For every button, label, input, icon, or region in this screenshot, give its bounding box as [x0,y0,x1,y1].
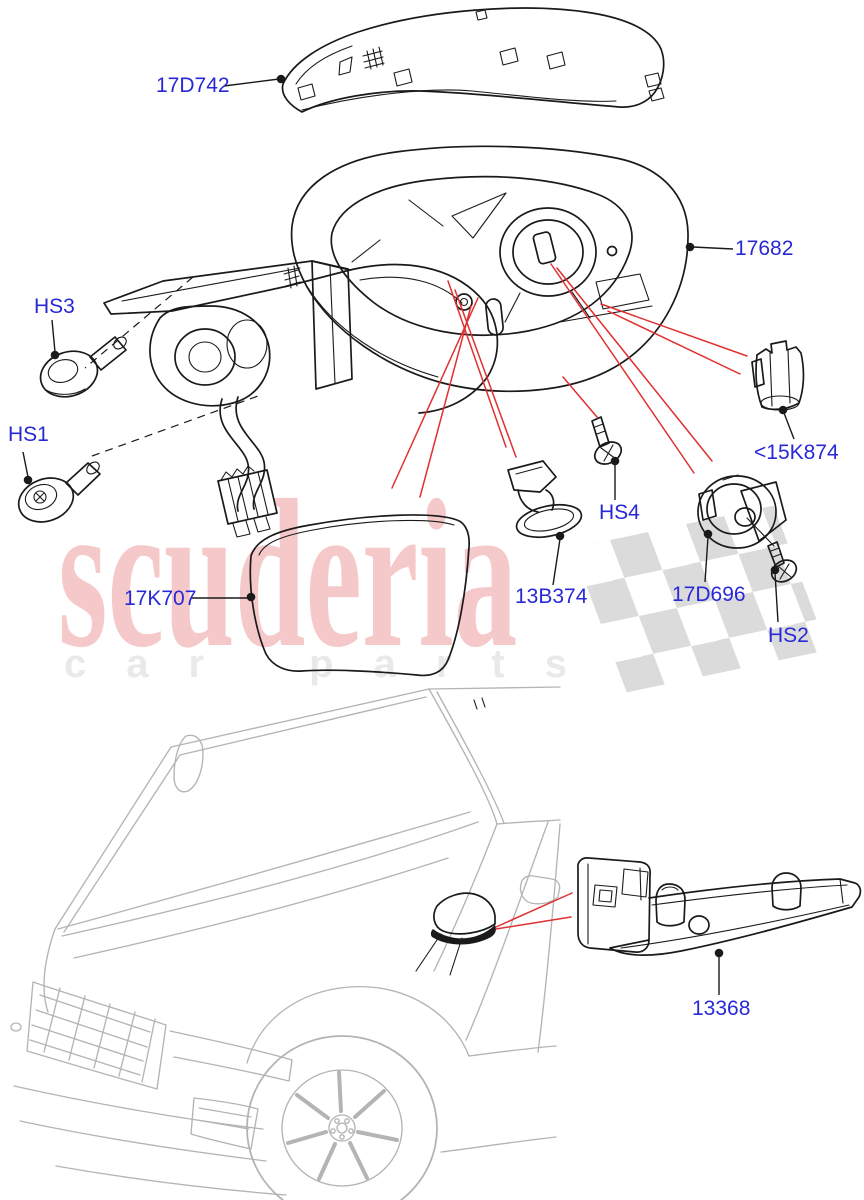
part-label-13368[interactable]: 13368 [692,997,751,1020]
turn-signal-lamp-drawing [577,857,862,956]
watermark-sub-text: car parts [64,642,607,686]
part-label-HS4[interactable]: HS4 [599,501,640,524]
screw-hs2-drawing [767,541,798,583]
car-outline-drawing [10,686,561,1200]
watermark-brand-text: scuderia [58,456,518,691]
car-door-mirror-drawing [415,892,496,976]
grommet-drawing [507,460,583,539]
retainer-clip-drawing [751,340,805,411]
screw-hs1-drawing [17,461,101,523]
leader-lines [22,74,795,995]
screw-hs3-drawing [39,336,127,398]
mirror-base-assembly-drawing [103,260,499,538]
part-label-17682[interactable]: 17682 [735,237,794,260]
part-label-15K874[interactable]: <15K874 [754,441,839,464]
part-label-17D696[interactable]: 17D696 [672,583,746,606]
part-label-17K707[interactable]: 17K707 [124,587,197,610]
red-pointer-lines [391,263,748,930]
mirror-glass-drawing [249,514,486,710]
part-label-13B374[interactable]: 13B374 [515,585,588,608]
mirror-cover-cap-drawing [281,7,665,113]
screw-axis-dashed-lines [84,276,259,457]
part-label-HS2[interactable]: HS2 [768,624,809,647]
mirror-housing-drawing [290,145,689,393]
part-label-HS3[interactable]: HS3 [34,295,75,318]
mirror-motor-drawing [697,474,787,549]
part-label-17D742[interactable]: 17D742 [156,74,230,97]
part-label-HS1[interactable]: HS1 [8,423,49,446]
screw-hs4-drawing [591,416,623,465]
